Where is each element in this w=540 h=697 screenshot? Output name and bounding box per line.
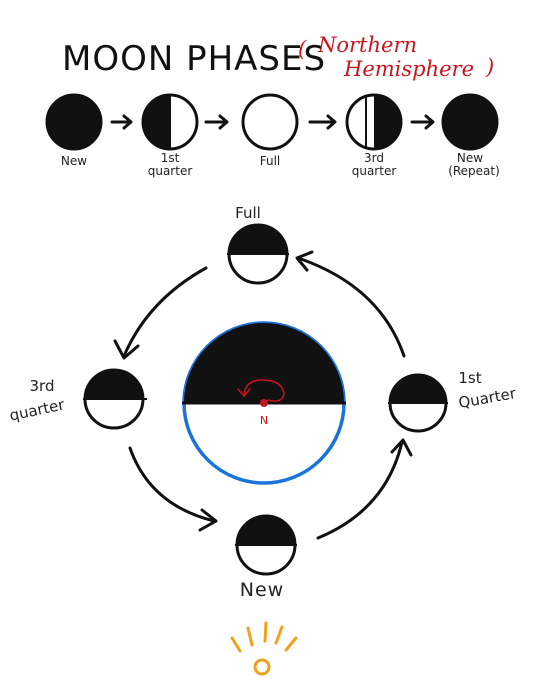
page-title: MOON PHASES xyxy=(62,39,326,79)
phase-label-third-quarter-2: quarter xyxy=(352,164,397,178)
phase-sequence: New 1st quarter Full 3rd quarter xyxy=(45,93,500,178)
curved-arrow-icon xyxy=(296,256,406,358)
orbit-moon-new-dark-half xyxy=(237,516,295,545)
new-moon-disc xyxy=(45,93,103,151)
north-pole-label: N xyxy=(260,414,268,427)
arrow-head-icon xyxy=(198,508,218,532)
third-quarter-shadow xyxy=(374,95,401,149)
phase-label-first-quarter-1: 1st xyxy=(161,151,180,165)
phase-label-full: Full xyxy=(260,154,281,168)
orbit-label-third-quarter-2: quarter xyxy=(8,395,67,424)
orbit-moon-new xyxy=(235,514,297,576)
subtitle-line-1: Northern xyxy=(317,33,417,57)
orbit-moon-first-quarter-dark-half xyxy=(390,375,446,403)
sun-ray xyxy=(284,636,298,652)
arrow-right-icon xyxy=(410,114,435,130)
curved-arrow-icon xyxy=(122,266,208,358)
earth-night-side xyxy=(184,323,344,403)
first-quarter-shadow xyxy=(143,95,170,149)
phase-label-new-repeat-1: New xyxy=(457,151,483,165)
arrow-head-icon xyxy=(390,438,413,457)
earth: N xyxy=(182,321,346,485)
sun-ray xyxy=(263,621,268,643)
orbit-moon-third-quarter xyxy=(83,368,147,430)
subtitle-line-2: Hemisphere xyxy=(343,57,474,81)
arrow-head-icon xyxy=(113,339,140,360)
orbit-moon-first-quarter xyxy=(388,373,448,433)
orbit-moon-full-dark-half xyxy=(229,225,287,254)
sun-ray xyxy=(230,636,242,653)
orbit-diagram: Full 3rd quarter 1st Quarter New xyxy=(8,204,518,601)
north-pole-dot xyxy=(260,399,268,407)
orbit-label-full: Full xyxy=(235,204,261,222)
rotation-arrow-head-icon xyxy=(237,388,251,398)
sun-body xyxy=(253,658,271,676)
phase-label-new: New xyxy=(61,154,87,168)
orbit-label-first-quarter-2: Quarter xyxy=(457,384,518,412)
phase-new-moon: New xyxy=(45,93,103,168)
phase-first-quarter: 1st quarter xyxy=(141,93,199,178)
full-moon-disc xyxy=(241,93,299,151)
orbit-label-new: New xyxy=(240,579,284,601)
orbit-moon-third-quarter-dark-half xyxy=(85,370,143,399)
rotation-arrow-icon xyxy=(243,379,285,402)
arrow-head-icon xyxy=(295,250,314,272)
orbit-moon-full xyxy=(227,223,289,285)
subtitle-open-paren: ( xyxy=(298,37,307,61)
arrow-right-icon xyxy=(204,114,229,130)
arrow-right-icon xyxy=(308,114,337,130)
phase-label-third-quarter-1: 3rd xyxy=(364,151,384,165)
phase-full-moon: Full xyxy=(241,93,299,168)
curved-arrow-icon xyxy=(316,440,404,540)
phase-label-new-repeat-2: (Repeat) xyxy=(448,164,500,178)
orbit-label-first-quarter-1: 1st xyxy=(458,369,481,387)
new-moon-repeat-disc xyxy=(441,93,499,151)
sun-ray xyxy=(246,626,254,647)
sun-icon xyxy=(230,621,298,676)
hemisphere-subtitle: ( Northern Hemisphere ) xyxy=(298,33,494,81)
orbit-label-third-quarter-1: 3rd xyxy=(30,377,55,395)
phase-new-moon-repeat: New (Repeat) xyxy=(441,93,500,178)
sun-ray xyxy=(274,625,284,645)
curved-arrow-icon xyxy=(128,446,216,523)
phase-label-first-quarter-2: quarter xyxy=(148,164,193,178)
phase-third-quarter: 3rd quarter xyxy=(345,93,403,178)
subtitle-close-paren: ) xyxy=(485,55,494,79)
third-quarter-light-band xyxy=(366,98,374,146)
arrow-right-icon xyxy=(110,114,133,130)
